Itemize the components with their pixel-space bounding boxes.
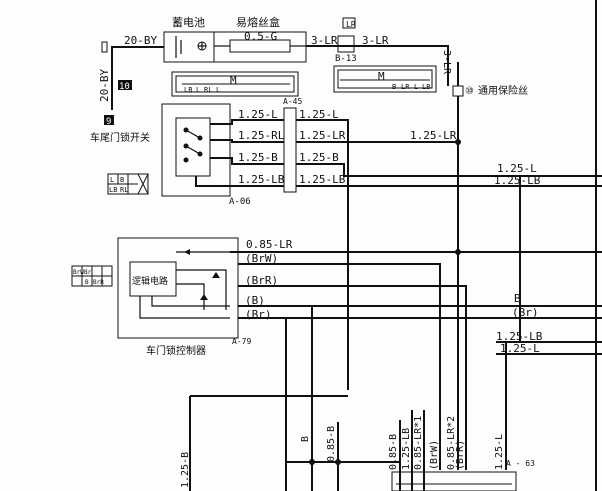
wire-label-3lr-b: 3-LR — [362, 34, 389, 47]
wire-label-125b-a: 1.25-B — [238, 151, 278, 164]
connector-a45-label: A-45 — [283, 97, 302, 106]
wire-label-125lb-right2: 1.25-LB — [496, 330, 543, 343]
fuse-value-label: 0.5-G — [244, 30, 277, 43]
wire-label-125l-right: 1.25-L — [497, 162, 537, 175]
svg-text:LB: LB — [184, 86, 192, 94]
wire-label-125l-right2: 1.25-L — [500, 342, 540, 355]
svg-text:B: B — [120, 176, 124, 184]
wire-label-b-vert: B — [300, 436, 311, 442]
connector-a63-label: A - 63 — [506, 459, 535, 468]
wire-label-085lr-star2: 0.85-LR*2 — [446, 416, 457, 470]
wire-label-125b-b: 1.25-B — [299, 151, 339, 164]
svg-text:BrR: BrR — [93, 279, 104, 286]
wire-label-125lb-right: 1.25-LB — [494, 174, 541, 187]
general-fuse-box — [452, 85, 464, 97]
logic-circuit-label: 逻辑电路 — [132, 275, 168, 287]
wire-label-125lb-b: 1.25-LB — [299, 173, 346, 186]
wire-label-br-right: (Br) — [512, 306, 539, 319]
general-fuse-number: ⑩ — [465, 86, 474, 97]
wire-label-085b-vert2: 0.85-B — [388, 434, 399, 470]
svg-text:M: M — [378, 70, 385, 83]
connector-a63 — [391, 471, 517, 491]
left-connector-pinout — [171, 71, 299, 97]
general-fuse-label: 通用保险丝 — [478, 84, 528, 97]
wire-label-085lr: 0.85-LR — [246, 238, 293, 251]
wire-label-125l-vert: 1.25-L — [494, 434, 505, 470]
svg-text:LB: LB — [109, 186, 117, 194]
svg-text:L: L — [414, 83, 418, 91]
door-lock-controller-label: 车门锁控制器 — [146, 344, 206, 357]
wire-label-20by-vert: 20-BY — [98, 69, 111, 102]
wire-label-125lr-b: 1.25-LR — [410, 129, 457, 142]
wire-label-125l-a: 1.25-L — [238, 108, 278, 121]
battery-box — [163, 31, 215, 63]
wire-label-brw: (BrW) — [245, 252, 278, 265]
wire-label-3lr-a: 3-LR — [311, 34, 338, 47]
svg-text:9: 9 — [106, 117, 111, 127]
connector-a79-label: A-79 — [232, 337, 251, 346]
wire-label-085b-vert: 0.85-B — [326, 426, 337, 462]
lr-tag-label: LR — [346, 20, 356, 29]
connector-b13-plug — [337, 35, 355, 53]
wire-label-125lb-vert: 1.25-LB — [401, 428, 412, 470]
wire-label-125rl: 1.25-RL — [238, 129, 285, 142]
svg-text:RL: RL — [204, 86, 212, 94]
wire-label-125lr-a: 1.25-LR — [299, 129, 346, 142]
svg-text:L: L — [110, 176, 114, 184]
battery-label: 蓄电池 — [172, 16, 205, 29]
wire-label-b-paren: (B) — [245, 294, 265, 307]
fuse-box-label: 易熔丝盒 — [236, 15, 280, 29]
svg-text:M: M — [230, 74, 237, 87]
controller-a79-outer — [117, 237, 239, 339]
wire-label-125l-b: 1.25-L — [299, 108, 339, 121]
connector-b13-label: B-13 — [335, 54, 357, 64]
svg-text:LR: LR — [401, 83, 410, 91]
logic-circuit-box — [129, 261, 177, 297]
wire-label-brr: (BrR) — [245, 274, 278, 287]
wire-label-b-right: B — [514, 292, 521, 305]
connector-10-badge — [118, 80, 132, 90]
wire-label-20by-top: 20-BY — [124, 34, 157, 47]
wire-label-brw-vert: (BrW) — [429, 440, 440, 470]
connector-a06-label: A-06 — [229, 197, 251, 207]
a79-connector-pinout — [71, 265, 113, 287]
svg-text:10: 10 — [119, 82, 130, 92]
svg-text:LB: LB — [422, 83, 430, 91]
trunk-switch-label: 车尾门锁开关 — [90, 131, 150, 144]
svg-text:BrW: BrW — [73, 269, 84, 276]
wire-20by — [111, 46, 164, 110]
svg-text:L: L — [196, 86, 200, 94]
svg-text:L: L — [216, 86, 220, 94]
connector-9-badge — [104, 115, 114, 125]
wire-label-3lr-vert: 3-LR — [441, 50, 452, 75]
wire-label-br-paren: (Br) — [245, 308, 272, 321]
svg-text:B: B — [85, 279, 89, 286]
wire-label-brr-vert: (BrR) — [455, 440, 466, 470]
b13-connector-pinout — [333, 65, 437, 93]
svg-text:B: B — [392, 83, 396, 91]
svg-text:RL: RL — [120, 186, 128, 194]
wire-label-085lr-star1: 0.85-LR*1 — [413, 416, 424, 470]
wire-3lr — [306, 45, 449, 86]
a06-connector-pinout — [107, 173, 149, 195]
wire-label-125lb-a: 1.25-LB — [238, 173, 285, 186]
switch-inner — [175, 117, 211, 177]
wire-label-125b-vert: 1.25-B — [180, 452, 191, 488]
connector-a45 — [283, 107, 297, 193]
svg-text:Br: Br — [84, 269, 92, 276]
switch-block-a06 — [161, 103, 231, 197]
